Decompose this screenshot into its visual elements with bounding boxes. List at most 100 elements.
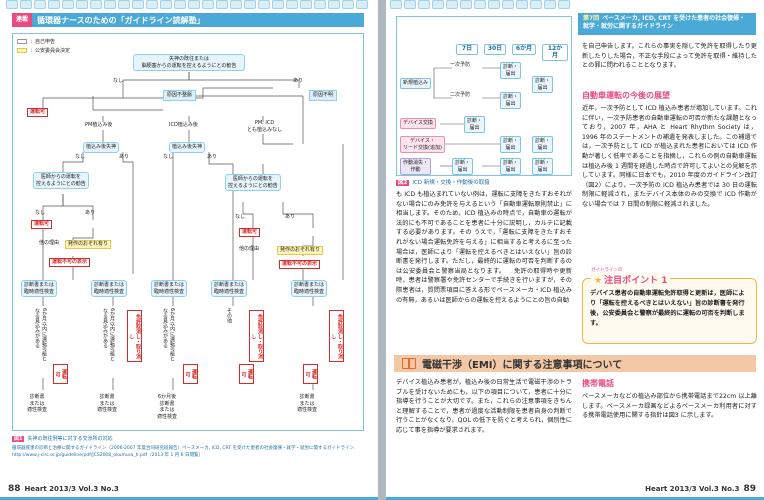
fig2-shock: 作動消失・ 作動 xyxy=(400,158,432,175)
left-bottom-band xyxy=(0,497,378,500)
emi-section-title: 電磁干渉（EMI）に関する注意事項について xyxy=(422,360,623,371)
book-icon xyxy=(402,358,416,369)
emi-section-bar: 電磁干渉（EMI）に関する注意事項について xyxy=(394,355,756,372)
right-bottom-band xyxy=(386,497,764,500)
fig2-doc-2: 診断・ 届出 xyxy=(500,92,522,109)
pm-doctor-recommend: 医師からの運転を 控えるようにとの勧告 xyxy=(33,172,89,189)
legend-swatch-committee xyxy=(17,48,27,53)
final-diagnosis-1: 診断書 または 適性検査 xyxy=(27,394,48,413)
fig2-col-12m: 12か月 xyxy=(542,44,568,61)
right-drive-ok: 運転可 xyxy=(239,228,261,237)
guideline-point-box: ガイドラインの ★注目ポイント 1 デバイス患者の自動車運転免許取得と更新は，医… xyxy=(582,268,757,344)
six-month-outlook-a: 6か月以内に運転可能と なる見込みがある xyxy=(34,308,47,362)
left-page-number: 88 xyxy=(8,484,21,494)
icd-post-syncope: 植込み後失神 xyxy=(169,142,206,153)
point-title-text: 注目ポイント 1 xyxy=(604,276,668,286)
mobile-phone-subtitle: 携帯電話 xyxy=(582,379,614,388)
cause-unknown: 原因不明 xyxy=(309,90,338,101)
fig2-doc-5: 診断・ 届出 xyxy=(500,136,522,153)
flow-root: 失神の既往または 脳梗塞からの運転を控えるようにとの勧告 xyxy=(133,54,245,71)
fig2-doc-1: 診断・ 届出 xyxy=(500,62,522,79)
top-tile-band xyxy=(6,0,368,9)
drive-ok-v3: 運転可 xyxy=(239,364,254,384)
fig2-doc-4: 診断・ 届出 xyxy=(464,116,486,133)
license-revoke-c: 免許取消し・取り消し xyxy=(329,310,344,362)
body-column-1: も ICD も植込まれていない例は，運転に支障をきたすおそれがない場合にのみ免許… xyxy=(396,191,572,304)
figure-1-source: 循環器疾患の診断と治療に関するガイドライン（2006-2007 年度合同研究班報… xyxy=(12,446,356,458)
cause-arrhythmia: 原因不整脈 xyxy=(163,90,197,101)
right-recommend-no: なし xyxy=(235,214,246,220)
fig2-col-7d: 7日 xyxy=(456,44,478,55)
fig2-new-implant: 新規植込み xyxy=(400,78,432,89)
icd-post-syncope-no: なし xyxy=(163,154,174,160)
point-tag: ガイドラインの xyxy=(591,268,623,273)
chapter-title: ペースメーカ, ICD, CRT を受けた患者の社会復帰・就学・就労に関するガイ… xyxy=(583,15,746,30)
fig2-col-30d: 30日 xyxy=(484,44,506,55)
fig2-doc-6: 診断・ 届出 xyxy=(532,136,554,153)
flowchart-legend: ：自己申告 ：公安委員会決定 xyxy=(17,38,70,56)
series-header: 連載 循環器ナースのための「ガイドライン読解塾」 xyxy=(12,13,364,27)
right-doctor-recommend: 医師からの運転を 控えるようにとの勧告 xyxy=(225,174,281,191)
node-pm-icd-none: PM, ICD とも植込みなし xyxy=(247,120,283,133)
final-diagnosis-3: 6か月後 診断書 または 適性検査 xyxy=(157,394,178,420)
point-body: デバイス患者の自動車運転免許取得と更新は，医師により「運転を控えるべきとはいえな… xyxy=(590,290,745,327)
emi-column-1: デバイス植込み患者が，植込み後の日常生活で電磁干渉のトラブルを受けないためにも，… xyxy=(396,379,572,434)
fig2-col-6m: 6か月 xyxy=(512,44,536,55)
drive-ok-v1: 運転可 xyxy=(53,364,68,384)
node-pm: PM植込み後 xyxy=(85,122,113,128)
six-month-outlook-b: 6か月以内に運転可能と なる見込みがある xyxy=(102,308,115,362)
six-month-outlook-c: 6か月以内に運転可能と なる見込みがある xyxy=(162,308,175,362)
pm-post-syncope-yes: あり xyxy=(119,154,130,160)
other-cases: その他 xyxy=(226,308,232,323)
emi-column-2: ペースメーカなどの植込み部位から携帯電話まで22cm 以上離します。ペースメーカ… xyxy=(582,393,757,420)
pm-post-syncope: 植込み後失神 xyxy=(83,142,120,153)
fig2-doc-3: 診断・ 届出 xyxy=(532,76,554,93)
right-other-reason: 他の理由 xyxy=(239,246,260,252)
pm-relapse-risk: 発作のおそれ有り xyxy=(65,240,112,249)
final-diagnosis-4: 診断書 または 適性検査 xyxy=(297,394,318,413)
license-revoke-b: 免許取消し・取り消し xyxy=(249,310,264,362)
final-diagnosis-2: 診断書 または 適性検査 xyxy=(97,394,118,413)
pm-drive-ok: 運転可 xyxy=(31,220,53,229)
body-column-2-top: を自己申告します。これらの事実を隠して免許を取得したり更新したりした場合，不正な… xyxy=(582,43,757,70)
drive-ok-v4: 運転可 xyxy=(303,364,318,384)
series-tag: 連載 xyxy=(12,13,33,27)
right-page: 第7回ペースメーカ, ICD, CRT を受けた患者の社会復帰・就学・就労に関す… xyxy=(386,0,764,500)
diagnosis-2: 診断書または 臨時適性検査 xyxy=(91,280,128,297)
fig2-primary: 一次予防 xyxy=(450,62,471,68)
star-icon: ★ xyxy=(594,276,603,286)
pm-recommend-no: なし xyxy=(35,210,46,216)
unrestricted-label: 運転可 xyxy=(27,108,49,117)
figure-2: 7日 30日 6か月 12か月 新規植込み 一次予防 二次予防 診断・ 届出 診… xyxy=(396,16,572,176)
right-recommend-yes: あり xyxy=(285,214,296,220)
top-tile-band-right xyxy=(390,0,570,9)
figure-1-caption-text: 失神の既往例等に対する交渉所の対応 xyxy=(27,436,113,442)
point-title: ★注目ポイント 1 xyxy=(591,273,671,286)
right-relapse-risk: 発作のおそれ有り xyxy=(277,246,324,255)
root-no: なし xyxy=(113,78,124,84)
fig2-doc-7: 診断・ 届出 xyxy=(452,158,474,175)
fig2-secondary: 二次予防 xyxy=(450,92,471,98)
chapter-number: 第7回 xyxy=(583,15,600,22)
right-no-drive-label: 運転不可の表示 xyxy=(279,260,321,269)
legend-swatch-self xyxy=(17,39,27,44)
right-issue: 2013/3 Vol.3 No.3 xyxy=(669,485,740,493)
drive-ok-v2: 運転可 xyxy=(183,364,198,384)
right-page-number: 89 xyxy=(743,484,756,494)
diagnosis-5: 診断書または 臨時適性検査 xyxy=(291,280,328,297)
figure-2-caption-text: ICD 新規・交換・作動後の取扱 xyxy=(412,180,490,186)
legend-committee: ：公安委員会決定 xyxy=(30,48,71,54)
fig2-lead-exchange: デバイス・ リード交換(追加) xyxy=(400,136,445,153)
pm-other-reason: 他の理由 xyxy=(39,240,60,246)
legend-self-report: ：自己申告 xyxy=(30,39,56,45)
left-page: 連載 循環器ナースのための「ガイドライン読解塾」 xyxy=(0,0,378,500)
flowchart-figure-1: ：自己申告 ：公安委員会決定 失神の既往または 脳梗塞からの運転を控えるようにと… xyxy=(12,33,364,431)
root-yes: あり xyxy=(293,78,304,84)
figure-1-number: 図1 xyxy=(12,436,25,442)
diagnosis-3: 診断書または 臨時適性検査 xyxy=(151,280,188,297)
license-revoke-a: 免許取消し・取り消し xyxy=(127,310,142,362)
